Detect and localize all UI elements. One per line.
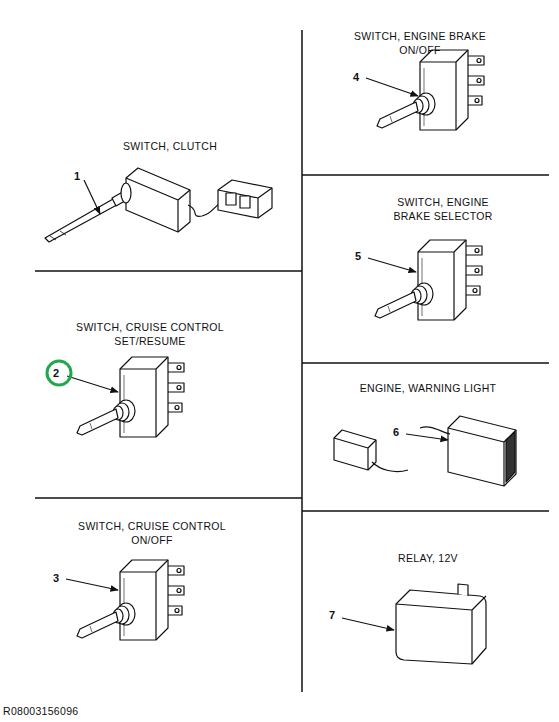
engine-brake-on-off-switch (377, 50, 484, 130)
cruise-set-resume-switch (77, 357, 184, 437)
figure-id: R08003156096 (3, 704, 123, 718)
clutch-switch (45, 168, 272, 242)
part-title: SWITCH, CRUISE CONTROL SET/RESUME (65, 320, 235, 348)
highlight-circle (47, 361, 71, 385)
relay (396, 584, 486, 664)
leader-line (84, 180, 100, 214)
leader-line (342, 618, 394, 630)
leader-line (67, 376, 118, 392)
callout-number: 4 (353, 70, 367, 84)
leader-line (368, 258, 416, 272)
leader-line (406, 434, 448, 440)
leader-line (366, 78, 418, 96)
callout-number: 5 (355, 249, 369, 263)
leader-line (66, 579, 118, 590)
cruise-on-off-switch (77, 560, 184, 640)
warning-light (334, 416, 516, 486)
callout-number: 3 (53, 571, 67, 585)
callout-number: 6 (393, 425, 407, 439)
part-title: ENGINE, WARNING LIGHT (328, 381, 528, 395)
part-title: SWITCH, ENGINE BRAKE ON/OFF (345, 29, 495, 57)
part-title: SWITCH, CLUTCH (90, 139, 250, 153)
part-title: SWITCH, CRUISE CONTROL ON/OFF (67, 519, 237, 547)
part-title: SWITCH, ENGINE BRAKE SELECTOR (388, 195, 498, 223)
part-title: RELAY, 12V (358, 551, 498, 565)
callout-number: 7 (329, 608, 343, 622)
callout-number: 2 (53, 366, 67, 380)
engine-brake-selector-switch (375, 240, 482, 320)
callout-number: 1 (74, 169, 88, 183)
panel-dividers (35, 30, 549, 692)
